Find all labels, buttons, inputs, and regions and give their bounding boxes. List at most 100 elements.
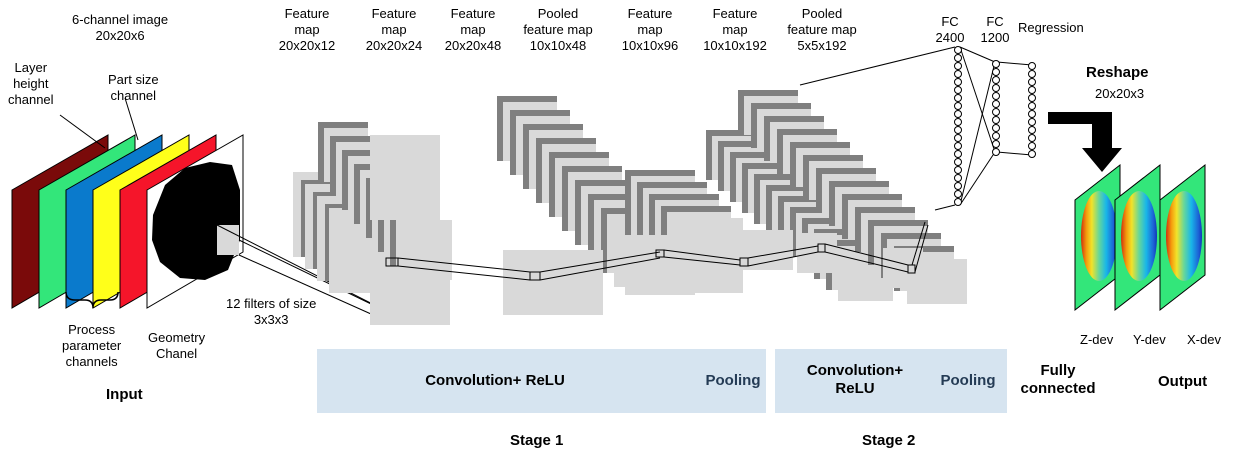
fc1-nodes-node (954, 94, 962, 102)
fc1-nodes-node (954, 46, 962, 54)
maps4-sheet-edge (497, 96, 557, 102)
layer-height-label-line3: channel (8, 92, 54, 107)
map-label-7-line2: feature map (787, 22, 857, 37)
part-size-label-line2: channel (110, 88, 157, 103)
fc1-nodes-node (954, 182, 962, 190)
filters-label-line1: 12 filters of size (226, 296, 317, 311)
fc1-nodes-node (954, 158, 962, 166)
maps6-sheet-edge (706, 130, 712, 180)
output-label-z: Z-dev (1080, 332, 1114, 347)
maps7-sheet-edge (842, 194, 902, 200)
layer-height-label: Layer height channel (8, 60, 54, 108)
maps7-sheet-edge (829, 181, 889, 187)
maps7-sheet-edge (829, 181, 835, 226)
map-label-1-line2: map (294, 22, 320, 37)
map-label-6-line2: map (722, 22, 748, 37)
stage1-conv-label: Convolution+ ReLU (425, 372, 565, 389)
fc1-label-line2: 2400 (935, 30, 965, 45)
reg-nodes-node (1028, 94, 1036, 102)
maps1-sheet-edge (301, 180, 307, 257)
maps6-sheet-edge (826, 240, 881, 246)
process-label-line2: parameter (62, 338, 122, 353)
maps4-sheet-edge (549, 152, 609, 158)
reg-nodes-node (1028, 70, 1036, 78)
maps2-sheet-edge (318, 122, 324, 182)
fc2-nodes-node (992, 84, 1000, 92)
reg-nodes-node (1028, 110, 1036, 118)
maps2-sheet-edge (342, 150, 392, 156)
maps7-sheet-edge (764, 116, 770, 161)
maps3-sheet (370, 135, 440, 220)
map-label-1-line1: Feature (284, 6, 330, 21)
reg-nodes-node (1028, 78, 1036, 86)
stage2-band (775, 349, 1007, 413)
maps7-sheet-edge (751, 103, 757, 148)
map-label-1: Feature map 20x20x12 (277, 6, 337, 54)
stage1-band (317, 349, 766, 413)
fc1-nodes-node (954, 78, 962, 86)
fc2-label-line2: 1200 (980, 30, 1010, 45)
maps5-sheet-edge (625, 170, 631, 245)
map-label-3: Feature map 20x20x48 (443, 6, 503, 54)
fc2-nodes-node (992, 92, 1000, 100)
fc2-nodes-node (992, 140, 1000, 148)
maps4-front-sheet (503, 250, 603, 315)
process-bracket (65, 291, 119, 309)
input-image-label: 6-channel image 20x20x6 (72, 12, 168, 44)
fc1-nodes-node (954, 174, 962, 182)
map-label-4-line2: feature map (523, 22, 593, 37)
map-label-4-line1: Pooled (537, 6, 579, 21)
fully-connected-line2: connected (1020, 380, 1096, 397)
input-image-label-line1: 6-channel image (72, 12, 169, 27)
maps2-sheet-edge (318, 122, 368, 128)
geometry-label-line2: Chanel (155, 346, 198, 361)
fc2-nodes-node (992, 124, 1000, 132)
process-parameter-label: Process parameter channels (62, 322, 121, 370)
stage1-pool-label: Pooling (705, 372, 761, 389)
reg-nodes-node (1028, 126, 1036, 134)
maps5-sheet-edge (625, 170, 695, 176)
fc1-nodes-node (954, 54, 962, 62)
maps4-sheet-edge (588, 194, 594, 259)
maps6-sheet-edge (814, 229, 869, 235)
maps6-sheet-edge (766, 185, 772, 235)
fc2-nodes-node (992, 76, 1000, 84)
maps6-sheet-edge (754, 174, 809, 180)
reg-nodes-node (1028, 102, 1036, 110)
maps7-sheet-edge (751, 103, 811, 109)
fc1-nodes-node (954, 118, 962, 126)
layer-height-label-line1: Layer (14, 60, 48, 75)
maps6-sheet-edge (718, 141, 773, 147)
fully-connected-label: Fully connected (1010, 362, 1106, 398)
part-size-label-line1: Part size (108, 72, 159, 87)
maps6-sheet-edge (730, 152, 785, 158)
map-label-6-line1: Feature (712, 6, 758, 21)
pooled-map-stack-10x10x48 (497, 96, 674, 315)
map-label-2: Feature map 20x20x24 (364, 6, 424, 54)
output-map-z-dev (1074, 163, 1121, 312)
maps5-front-sheet (625, 235, 695, 295)
filters-label-line2: 3x3x3 (253, 312, 289, 327)
fc-2400-nodes (954, 46, 962, 206)
maps6-sheet-edge (718, 141, 724, 191)
geometry-shape (152, 162, 240, 280)
maps2-sheet-edge (354, 164, 360, 224)
reg-nodes-node (1028, 134, 1036, 142)
output-maps (1074, 163, 1206, 312)
maps7-sheet-edge (842, 194, 848, 239)
fc2-nodes-node (992, 60, 1000, 68)
maps4-sheet-edge (549, 152, 555, 217)
fc2-label-line1: FC (986, 14, 1004, 29)
map-label-4: Pooled feature map 10x10x48 (518, 6, 598, 54)
fc1-nodes-node (954, 134, 962, 142)
geometry-label-line1: Geometry (148, 330, 206, 345)
fc2-nodes-node (992, 116, 1000, 124)
maps4-sheet-edge (523, 124, 583, 130)
fc1-nodes-node (954, 110, 962, 118)
reshape-size: 20x20x3 (1095, 86, 1145, 101)
stage2-conv-label-line1: Convolution+ (806, 362, 904, 379)
maps7-sheet-edge (868, 220, 928, 226)
maps7-sheet-edge (816, 168, 822, 213)
maps4-sheet-edge (575, 180, 581, 245)
